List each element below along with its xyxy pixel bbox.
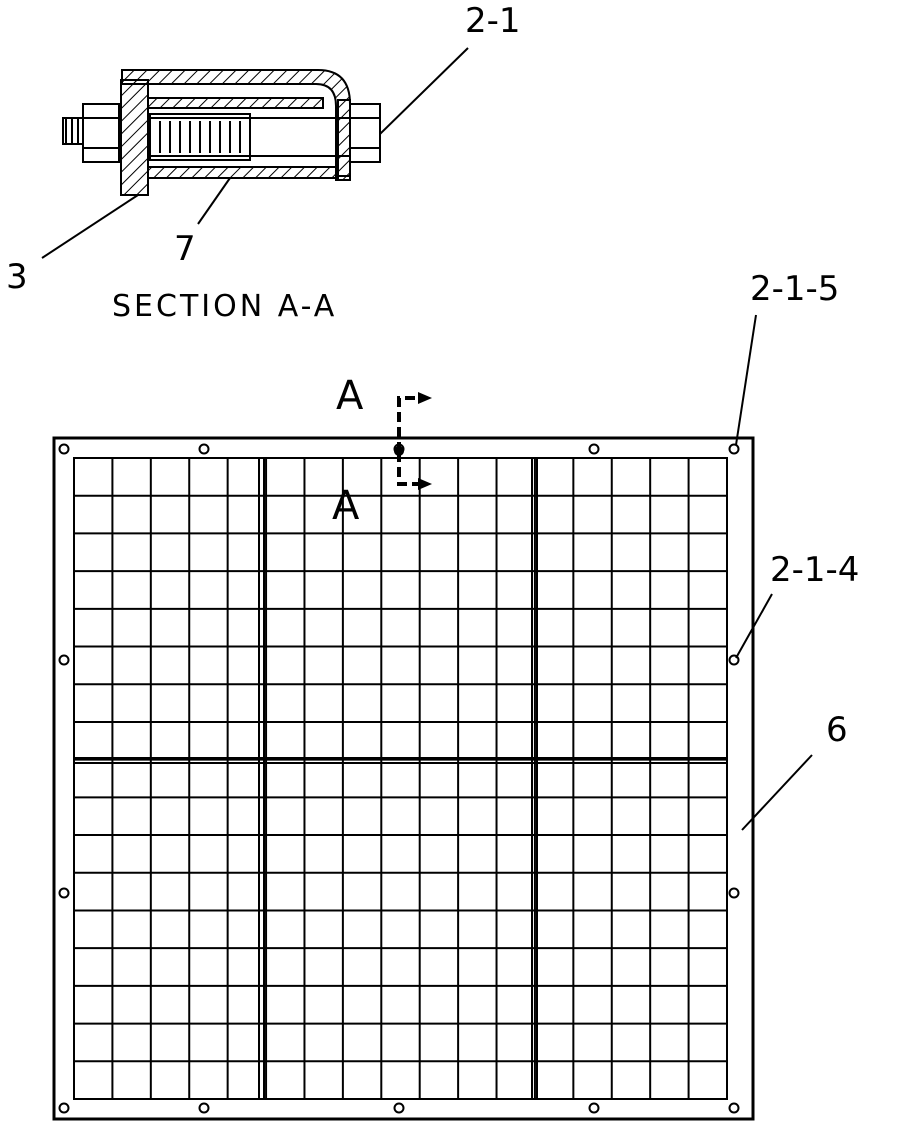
mounting-hole	[198, 443, 210, 455]
outer-shell	[121, 69, 351, 181]
mounting-hole	[58, 443, 70, 455]
washer-part-3	[120, 79, 149, 196]
inner-frame	[73, 457, 728, 1100]
section-marker-top: A	[336, 373, 364, 419]
mounting-hole	[393, 1102, 405, 1114]
leader-6	[741, 754, 813, 831]
callout-2-1-5: 2-1-5	[750, 269, 839, 309]
callout-2-1: 2-1	[465, 1, 521, 41]
mounting-hole	[58, 654, 70, 666]
threaded-bore	[149, 113, 251, 161]
left-nut	[82, 103, 120, 163]
thread-lines	[159, 121, 241, 153]
inner-sleeve-bottom	[147, 166, 339, 179]
leader-3	[41, 194, 139, 259]
mounting-hole	[728, 443, 740, 455]
leader-2-1-5	[735, 314, 757, 446]
callout-6: 6	[826, 710, 848, 750]
inner-sleeve-top	[147, 97, 324, 109]
mounting-holes	[58, 443, 740, 1114]
section-view: 2-1 3 7 SECTION A-A	[6, 1, 521, 324]
mounting-hole	[728, 1102, 740, 1114]
reinforcement-bars	[74, 458, 727, 1099]
callout-2-1-4: 2-1-4	[770, 550, 859, 590]
mounting-hole	[588, 443, 600, 455]
mounting-hole	[588, 1102, 600, 1114]
callout-7: 7	[174, 229, 196, 269]
right-nut	[349, 103, 381, 163]
callout-3: 3	[6, 257, 28, 297]
plan-view: A A 2-1-5 2-1-4 6	[52, 269, 859, 1121]
mounting-hole	[728, 887, 740, 899]
outer-frame	[52, 436, 755, 1121]
section-cut-marker: A A	[332, 373, 432, 529]
section-title: SECTION A-A	[112, 289, 337, 324]
leader-7	[197, 177, 231, 225]
leader-2-1-4	[735, 593, 773, 659]
mounting-hole	[58, 1102, 70, 1114]
mesh-grid	[74, 458, 727, 1099]
mounting-hole	[58, 887, 70, 899]
section-marker-bottom: A	[332, 483, 360, 529]
mounting-hole	[198, 1102, 210, 1114]
leader-2-1	[379, 47, 469, 135]
